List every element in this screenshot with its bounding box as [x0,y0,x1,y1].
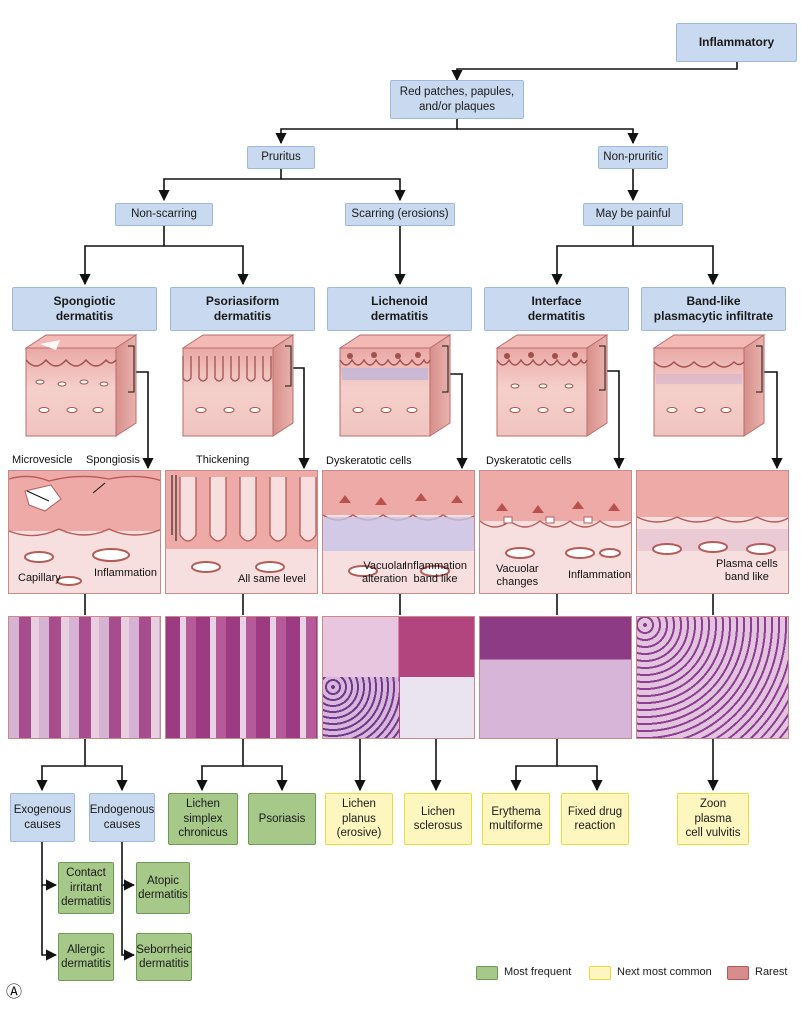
atopic-dermatitis-box: Atopic dermatitis [136,862,190,914]
interface-micrograph [479,616,632,739]
lichen-planus-box: Lichen planus (erosive) [325,793,393,845]
lichenoid-schematic [322,470,475,594]
seborrheic-dermatitis-box: Seborrheic dermatitis [136,933,192,981]
spongiotic-dermatitis-header: Spongiotic dermatitis [12,287,157,331]
legend-label-most-frequent: Most frequent [504,966,572,978]
legend-label-next-most-common: Next most common [617,966,712,978]
panel-mark: Ⓐ [6,984,23,1001]
psoriasiform-micrograph [165,616,318,739]
label-inflammation-spongiotic: Inflammation [94,567,157,579]
psoriasis-box: Psoriasis [248,793,316,845]
contact-irritant-dermatitis-box: Contact irritant dermatitis [58,862,114,914]
scarring-box: Scarring (erosions) [345,203,455,226]
skin-block-illustrations [24,334,766,437]
red-patches-box: Red patches, papules, and/or plaques [390,80,524,119]
spongiotic-micrograph [8,616,161,739]
interface-schematic [479,470,632,594]
label-inflammation-interface: Inflammation [568,569,631,581]
label-vacuolar-changes: Vacuolar changes [496,563,539,589]
label-inflammation-band-like: Inflammation band like [404,560,467,586]
interface-dermatitis-header: Interface dermatitis [484,287,629,331]
lichen-sclerosus-box: Lichen sclerosus [404,793,472,845]
label-plasma-cells-band-like: Plasma cells band like [716,558,778,584]
label-microvesicle: Microvesicle [12,454,73,466]
label-spongiosis: Spongiosis [86,454,140,466]
label-capillary: Capillary [18,572,61,584]
pruritus-box: Pruritus [247,146,315,169]
label-thickening: Thickening [196,454,250,466]
skin-block-spongiotic [24,334,138,437]
label-vacuolar-alteration: Vacuolar alteration [362,560,408,586]
lichen-simplex-chronicus-box: Lichen simplex chronicus [168,793,238,845]
band-like-plasmacytic-header: Band-like plasmacytic infiltrate [641,287,786,331]
band-like-micrograph [636,616,789,739]
psoriasiform-dermatitis-header: Psoriasiform dermatitis [170,287,315,331]
fixed-drug-reaction-box: Fixed drug reaction [561,793,629,845]
lichenoid-micrograph [322,616,475,739]
skin-block-lichenoid [338,334,452,437]
legend-swatch-next-most-common [589,966,611,980]
skin-block-interface [495,334,609,437]
spongiotic-schematic [8,470,161,594]
may-be-painful-box: May be painful [583,203,683,226]
skin-block-band-like [652,334,766,437]
inflammatory-root: Inflammatory [676,23,797,62]
non-scarring-box: Non-scarring [115,203,213,226]
lichenoid-dermatitis-header: Lichenoid dermatitis [327,287,472,331]
band-like-schematic [636,470,789,594]
legend-swatch-rarest [727,966,749,980]
erythema-multiforme-box: Erythema multiforme [482,793,550,845]
psoriasiform-schematic [165,470,318,594]
skin-block-psoriasiform [181,334,295,437]
zoon-plasma-cell-vulvitis-box: Zoon plasma cell vulvitis [677,793,749,845]
exogenous-causes-box: Exogenous causes [10,793,75,842]
legend-label-rarest: Rarest [755,966,788,978]
label-all-same-level: All same level [238,573,306,585]
label-dyskeratotic-cells-interface: Dyskeratotic cells [486,455,572,467]
legend-swatch-most-frequent [476,966,498,980]
allergic-dermatitis-box: Allergic dermatitis [58,933,114,981]
label-dyskeratotic-cells-lichenoid: Dyskeratotic cells [326,455,412,467]
non-pruritic-box: Non-pruritic [598,146,668,169]
endogenous-causes-box: Endogenous causes [89,793,155,842]
